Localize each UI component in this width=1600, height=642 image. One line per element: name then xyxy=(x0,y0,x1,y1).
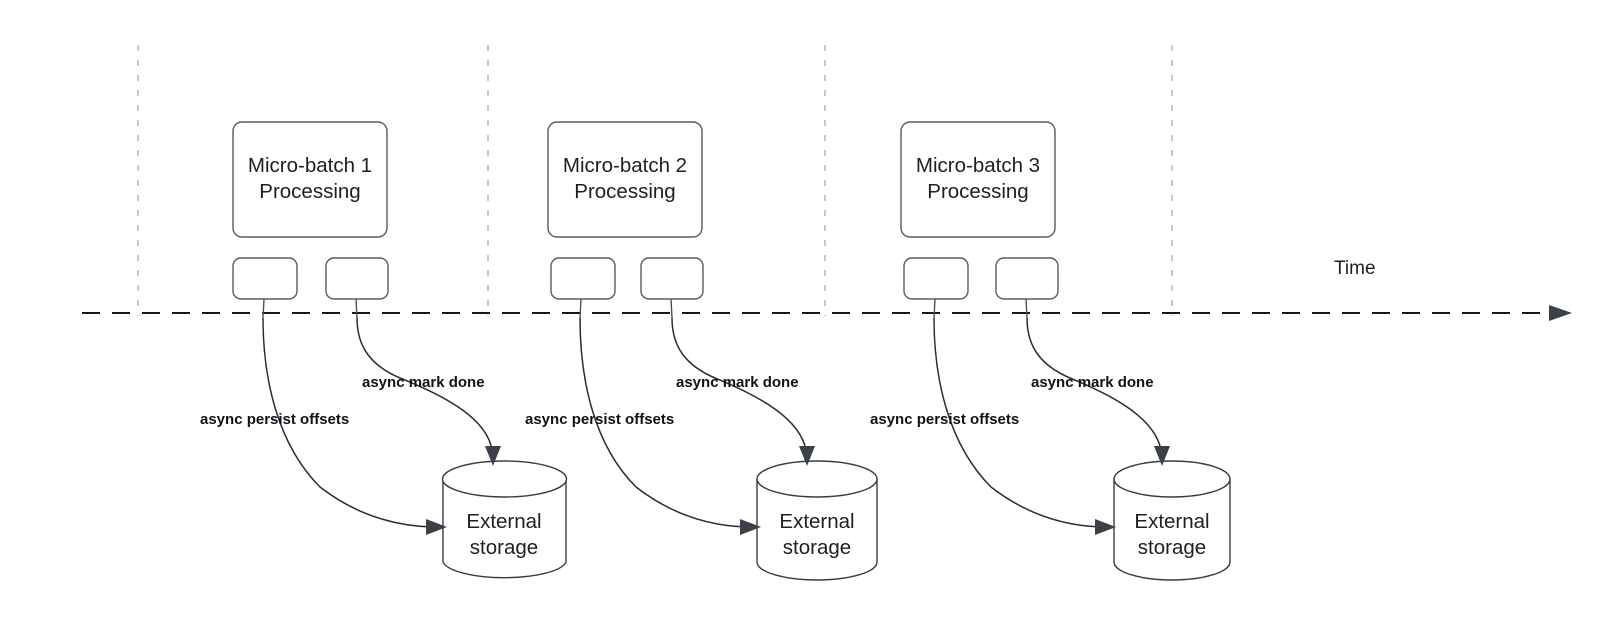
external-storage-cylinder-3[interactable] xyxy=(1113,460,1231,581)
task-box-1b-stub xyxy=(355,298,358,319)
external-storage-label-2-line1: External xyxy=(779,510,854,533)
micro-batch-processing-box-2[interactable] xyxy=(547,121,703,238)
external-storage-label-3-line1: External xyxy=(1134,510,1209,533)
task-box-2a-stub xyxy=(579,298,582,319)
async-mark-done-label-2: async mark done xyxy=(676,374,799,391)
async-mark-done-arrowhead-2 xyxy=(799,446,815,466)
task-box-3b[interactable] xyxy=(995,257,1059,300)
micro-batch-processing-box-3[interactable] xyxy=(900,121,1056,238)
async-persist-offsets-curve-1 xyxy=(262,317,433,528)
async-mark-done-label-1: async mark done xyxy=(362,374,485,391)
async-persist-offsets-arrowhead-1 xyxy=(426,519,447,535)
time-axis-label: Time xyxy=(1334,258,1376,279)
micro-batch-processing-box-1[interactable] xyxy=(232,121,388,238)
async-persist-offsets-label-1: async persist offsets xyxy=(200,411,349,428)
async-persist-offsets-arrowhead-3 xyxy=(1095,519,1116,535)
task-box-1a-stub xyxy=(262,298,265,319)
micro-batch-group-1: Micro-batch 1 Processing External storag… xyxy=(200,121,568,579)
async-persist-offsets-label-2: async persist offsets xyxy=(525,411,674,428)
external-storage-label-1-line2: storage xyxy=(470,536,538,559)
task-box-3a[interactable] xyxy=(903,257,969,300)
micro-batch-processing-label-line1: Micro-batch 1 xyxy=(248,154,372,177)
task-box-1b[interactable] xyxy=(325,257,389,300)
micro-batch-processing-label-line1: Micro-batch 2 xyxy=(563,154,687,177)
async-persist-offsets-arrowhead-2 xyxy=(740,519,761,535)
async-mark-done-curve-2 xyxy=(671,317,807,451)
async-mark-done-curve-3 xyxy=(1026,317,1162,451)
time-axis-arrowhead xyxy=(1549,305,1572,321)
task-box-2b-stub xyxy=(670,298,673,319)
external-storage-label-1-line1: External xyxy=(466,510,541,533)
external-storage-cylinder-1[interactable] xyxy=(441,460,568,579)
async-mark-done-arrowhead-1 xyxy=(485,446,501,466)
micro-batch-processing-label-line2: Processing xyxy=(927,180,1028,203)
async-persist-offsets-curve-2 xyxy=(579,317,747,528)
async-mark-done-arrowhead-3 xyxy=(1154,446,1170,466)
micro-batch-processing-label-line1: Micro-batch 3 xyxy=(916,154,1040,177)
micro-batch-group-2: Micro-batch 2 Processing External storag… xyxy=(525,121,878,581)
async-persist-offsets-curve-3 xyxy=(933,317,1102,528)
external-storage-label-2-line2: storage xyxy=(783,536,851,559)
task-box-3a-stub xyxy=(933,298,936,319)
async-persist-offsets-label-3: async persist offsets xyxy=(870,411,1019,428)
task-box-2a[interactable] xyxy=(550,257,616,300)
micro-batch-processing-label-line2: Processing xyxy=(574,180,675,203)
task-box-3b-stub xyxy=(1025,298,1028,319)
micro-batch-group-3: Micro-batch 3 Processing External storag… xyxy=(870,121,1231,581)
external-storage-label-3-line2: storage xyxy=(1138,536,1206,559)
task-box-1a[interactable] xyxy=(232,257,298,300)
task-box-2b[interactable] xyxy=(640,257,704,300)
async-mark-done-curve-1 xyxy=(356,317,493,451)
micro-batch-processing-label-line2: Processing xyxy=(259,180,360,203)
async-mark-done-label-3: async mark done xyxy=(1031,374,1154,391)
external-storage-cylinder-2[interactable] xyxy=(756,460,878,581)
